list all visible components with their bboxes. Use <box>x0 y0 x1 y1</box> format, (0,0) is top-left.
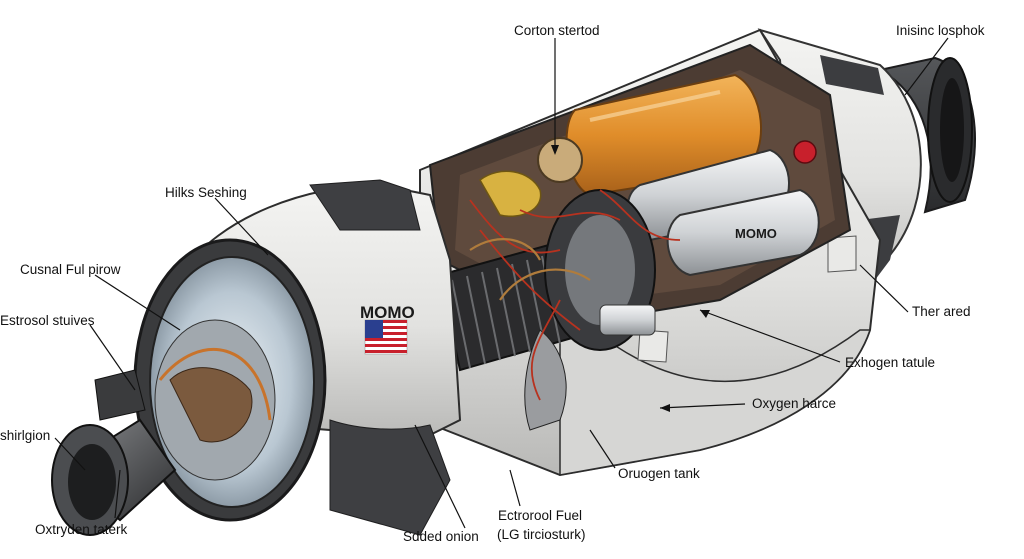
label-oxtryden-taterk: Oxtryden taterk <box>35 522 128 537</box>
label-lg-tirciosturk: (LG tirciosturk) <box>497 527 586 542</box>
label-oxygen-harce: Oxygen harce <box>752 396 837 411</box>
front-nozzle <box>51 369 177 536</box>
label-hilks-seshing: Hilks Seshing <box>165 185 247 200</box>
label-cusnal-ful-pirow: Cusnal Ful pirow <box>20 262 121 277</box>
label-inisinc-losphok: Inisinc losphok <box>896 23 985 38</box>
us-flag <box>364 319 408 355</box>
wiring-brass <box>469 238 591 301</box>
label-shirlgion: shirlgion <box>0 428 51 443</box>
rear-nozzle <box>877 56 976 214</box>
label-exhogen-tatule: Exhogen tatule <box>845 355 936 370</box>
wiring <box>469 189 681 401</box>
leader-lines <box>54 37 949 529</box>
tank-logo: MOMO <box>735 226 777 241</box>
label-ther-ared: Ther ared <box>912 304 971 319</box>
label-corton-stertod: Corton stertod <box>514 23 600 38</box>
front-intake <box>133 238 327 522</box>
silver-tanks <box>626 140 820 277</box>
label-ectrorool-fuel: Ectrorool Fuel <box>498 508 583 523</box>
label-oruogen-tank: Oruogen tank <box>618 466 700 481</box>
label-estrosol-stuives: Estrosol stuives <box>0 313 95 328</box>
label-sdded-onion: Sdded onion <box>403 529 479 544</box>
body-logo: MOMO <box>360 303 415 322</box>
leader-arrowheads <box>551 145 710 412</box>
